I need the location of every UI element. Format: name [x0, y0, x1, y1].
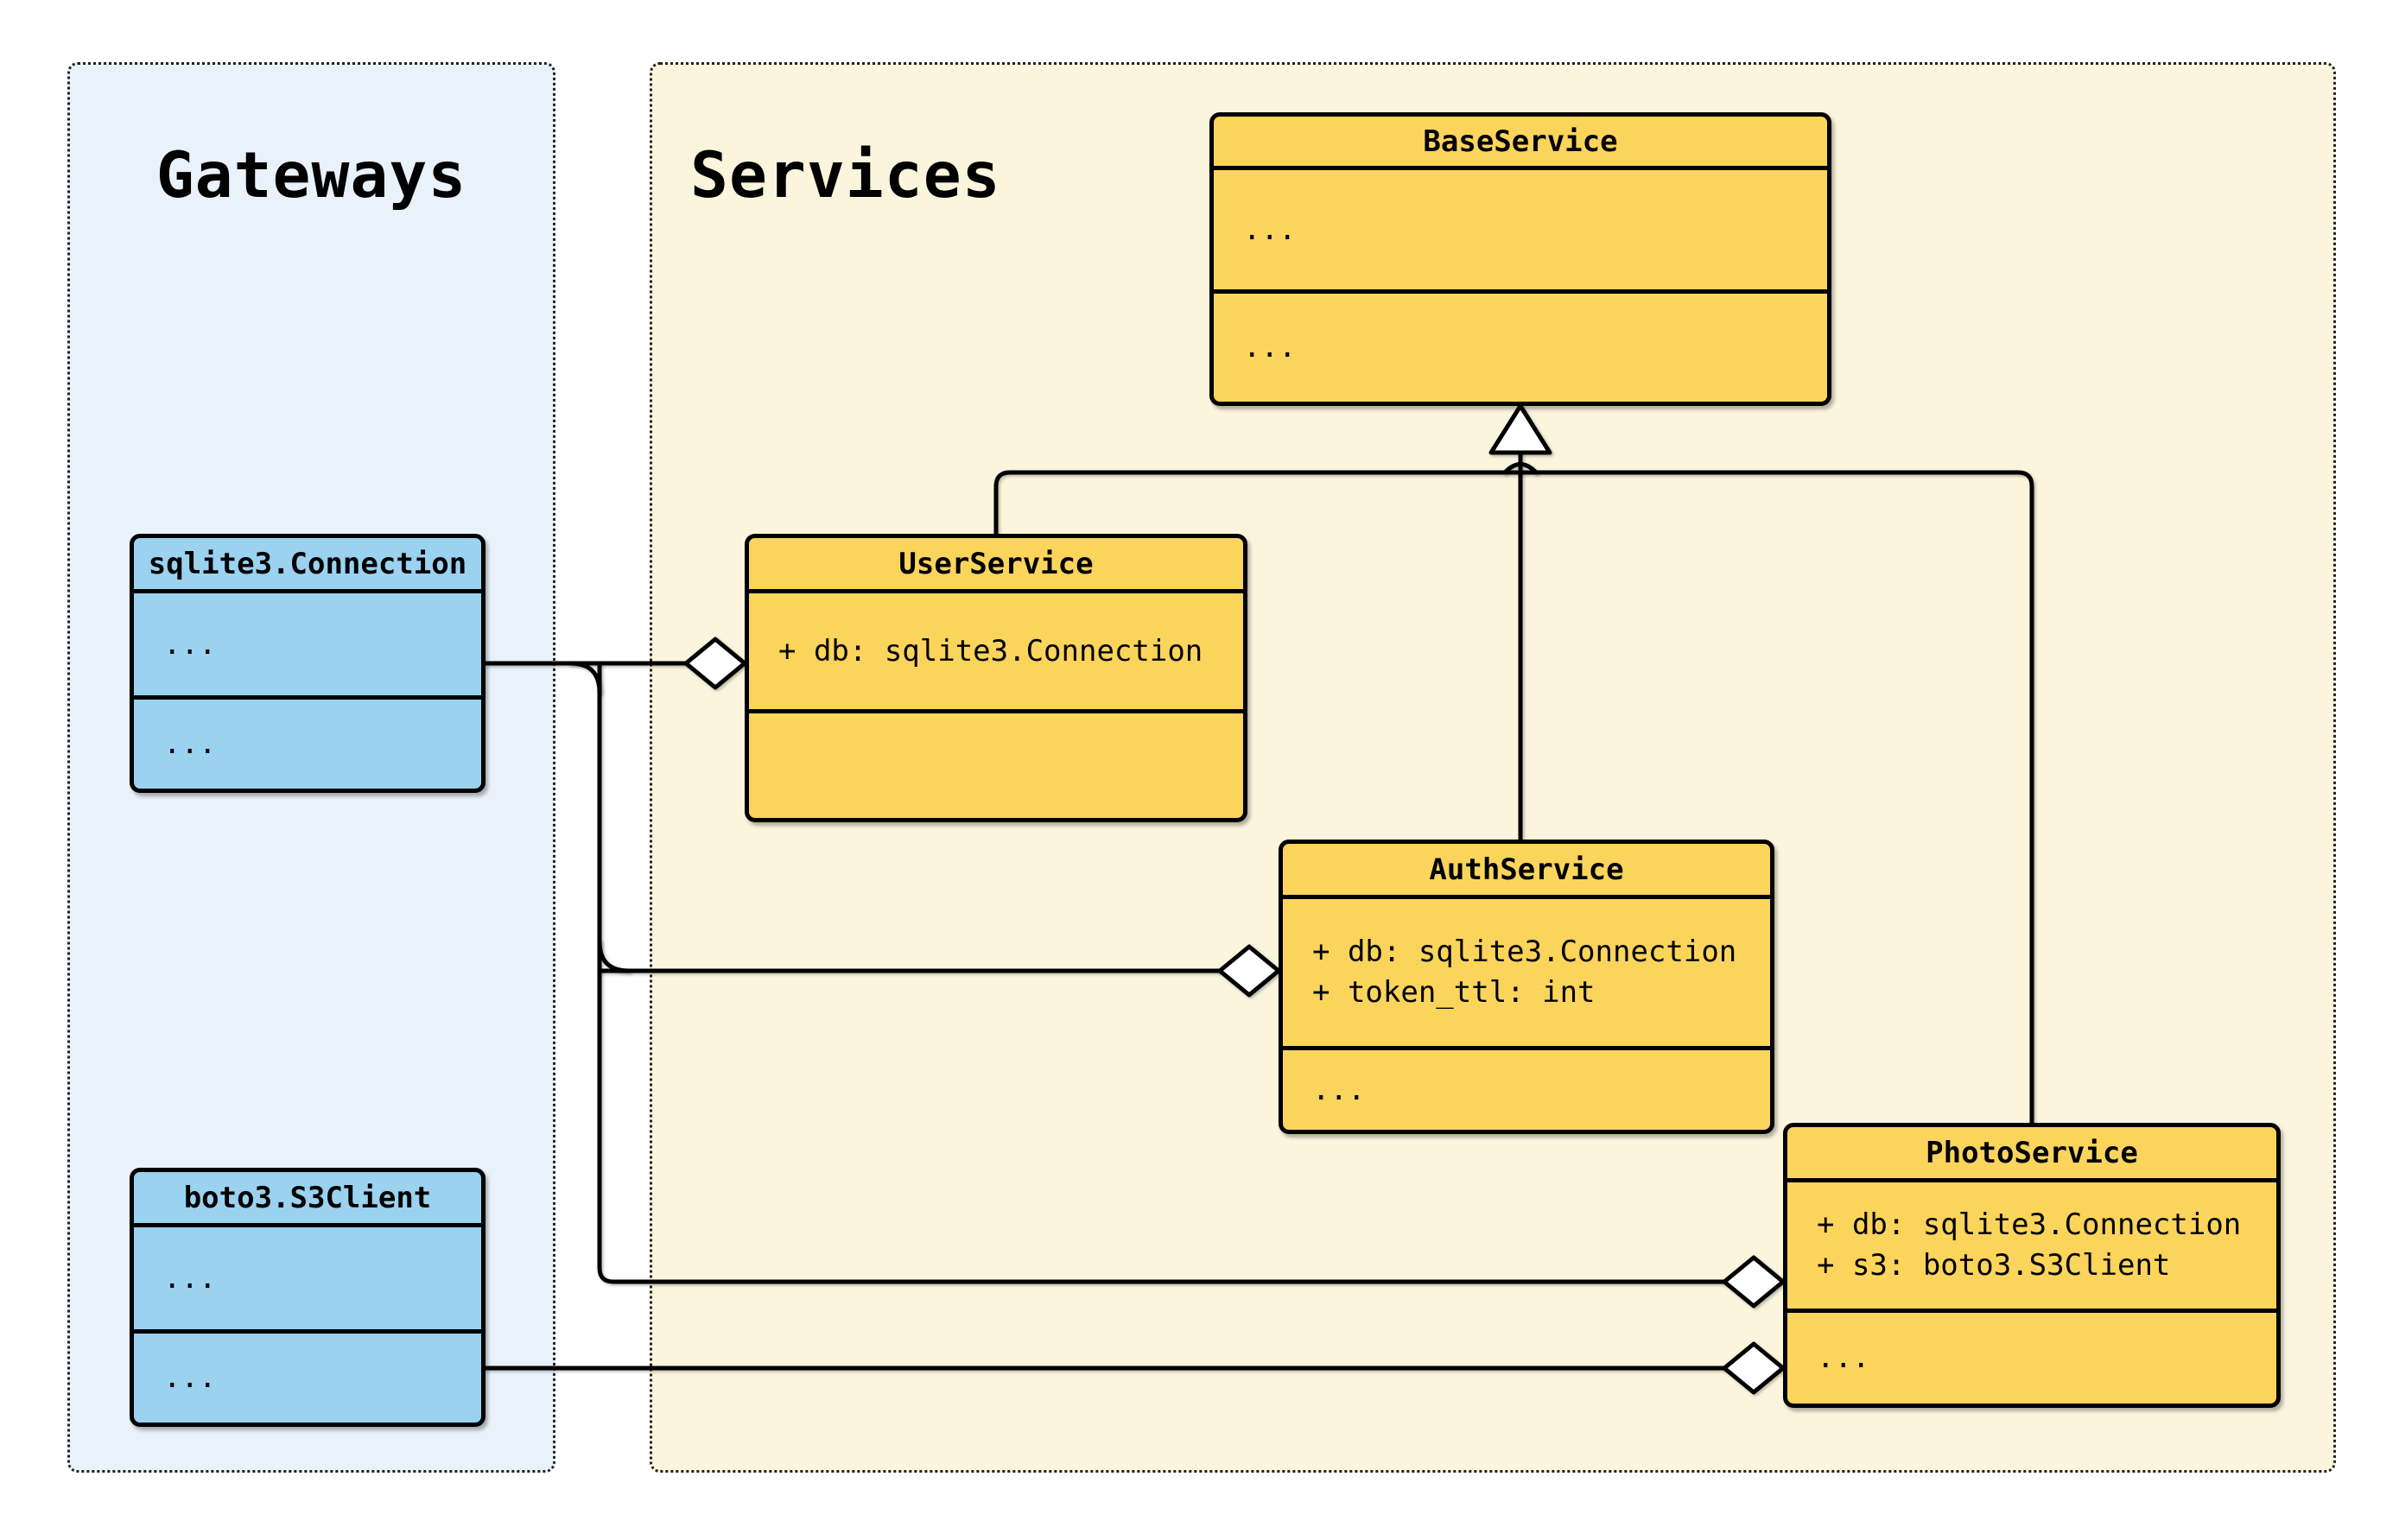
class-title-photoservice: PhotoService — [1787, 1127, 2276, 1182]
class-title-sqlite3-connection: sqlite3.Connection — [134, 538, 481, 593]
class-attributes-photoservice: + db: sqlite3.Connection + s3: boto3.S3C… — [1787, 1182, 2276, 1309]
class-methods-boto3-s3client: ... — [134, 1329, 481, 1423]
aggregation-authservice-fillet — [597, 939, 631, 973]
aggregation-diamond-userservice-icon — [683, 637, 747, 690]
attribute-line: + db: sqlite3.Connection — [778, 633, 1203, 669]
aggregation-diamond-photoservice-db-icon — [1722, 1255, 1786, 1309]
class-attributes-boto3-s3client: ... — [134, 1227, 481, 1329]
class-title-boto3-s3client: boto3.S3Client — [134, 1172, 481, 1227]
method-line: ... — [163, 1360, 217, 1395]
inheritance-bus-line — [993, 470, 2034, 1125]
attribute-line: ... — [163, 1260, 217, 1296]
method-line: ... — [163, 726, 217, 761]
group-services-title: Services — [690, 139, 1001, 212]
aggregation-branch-connection — [597, 661, 1727, 1284]
class-box-baseservice: BaseService ... ... — [1209, 112, 1831, 406]
class-attributes-sqlite3-connection: ... — [134, 593, 481, 695]
attribute-line: + token_ttl: int — [1312, 975, 1596, 1010]
class-box-userservice: UserService + db: sqlite3.Connection — [745, 534, 1247, 822]
aggregation-diamond-authservice-icon — [1217, 944, 1281, 998]
class-box-photoservice: PhotoService + db: sqlite3.Connection + … — [1783, 1123, 2281, 1408]
group-gateways-title: Gateways — [155, 139, 467, 212]
class-title-baseservice: BaseService — [1214, 117, 1827, 170]
class-attributes-userservice: + db: sqlite3.Connection — [749, 593, 1243, 709]
class-attributes-baseservice: ... — [1214, 170, 1827, 289]
aggregation-branch-fillet — [568, 661, 602, 695]
inheritance-junction-bump — [1502, 462, 1539, 475]
attribute-line: + s3: boto3.S3Client — [1817, 1248, 2171, 1283]
attribute-line: ... — [163, 626, 217, 662]
attribute-line: ... — [1243, 212, 1297, 247]
class-methods-sqlite3-connection: ... — [134, 695, 481, 789]
inheritance-triangle-icon — [1488, 403, 1552, 455]
attribute-line: + db: sqlite3.Connection — [1312, 935, 1737, 969]
method-line: ... — [1817, 1340, 1870, 1375]
attribute-line: + db: sqlite3.Connection — [1817, 1207, 2242, 1242]
class-title-userservice: UserService — [749, 538, 1243, 593]
class-methods-authservice: ... — [1283, 1046, 1770, 1130]
class-box-authservice: AuthService + db: sqlite3.Connection + t… — [1279, 840, 1774, 1134]
method-line: ... — [1243, 330, 1297, 364]
class-box-boto3-s3client: boto3.S3Client ... ... — [130, 1168, 486, 1427]
aggregation-diamond-photoservice-s3-icon — [1722, 1341, 1786, 1395]
class-methods-photoservice: ... — [1787, 1309, 2276, 1404]
class-box-sqlite3-connection: sqlite3.Connection ... ... — [130, 534, 486, 793]
class-attributes-authservice: + db: sqlite3.Connection + token_ttl: in… — [1283, 899, 1770, 1046]
class-methods-baseservice: ... — [1214, 289, 1827, 402]
method-line: ... — [1312, 1072, 1366, 1107]
class-title-authservice: AuthService — [1283, 844, 1770, 899]
class-methods-userservice — [749, 709, 1243, 818]
